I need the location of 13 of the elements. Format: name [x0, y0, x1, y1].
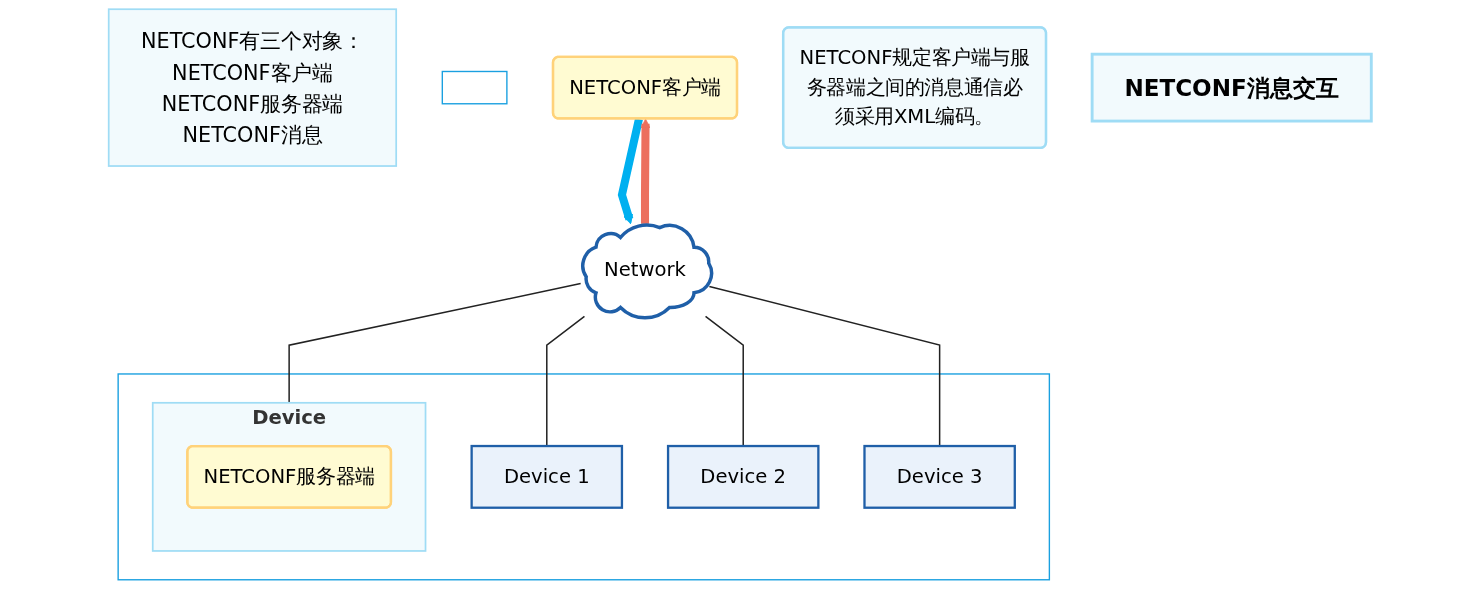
node-box	[441, 70, 508, 105]
connector	[708, 285, 941, 447]
arrow	[640, 118, 651, 224]
node-box: Device 1	[470, 444, 624, 509]
arrow	[617, 118, 643, 225]
node-box: Device 3	[863, 444, 1016, 509]
cluster	[117, 373, 1051, 581]
node-box: NETCONF消息交互	[1090, 52, 1373, 123]
connector	[288, 282, 582, 404]
connector	[546, 315, 586, 447]
node-box: Device 2	[666, 444, 820, 509]
connector	[704, 315, 744, 447]
node-box: NETCONF有三个对象： NETCONF客户端 NETCONF服务器端 NETCONF消息	[107, 8, 398, 167]
